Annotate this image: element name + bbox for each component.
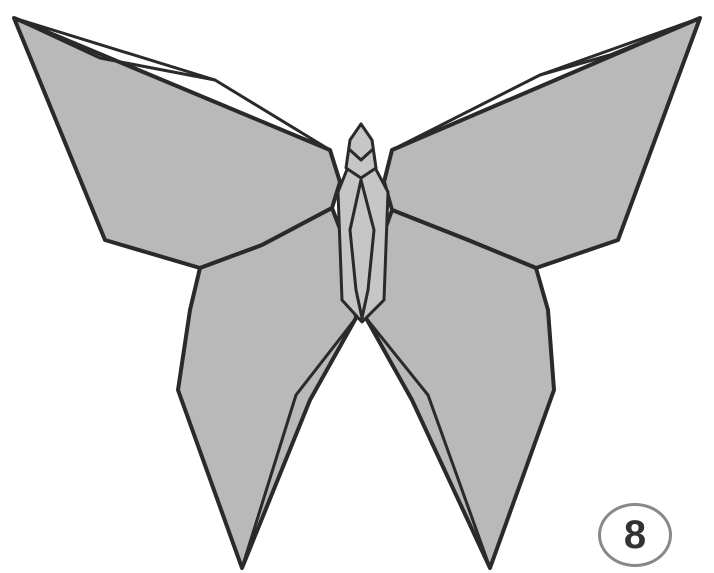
lower-right-wing	[366, 210, 554, 568]
step-number-badge: 8	[598, 503, 672, 567]
step-number: 8	[624, 513, 646, 558]
